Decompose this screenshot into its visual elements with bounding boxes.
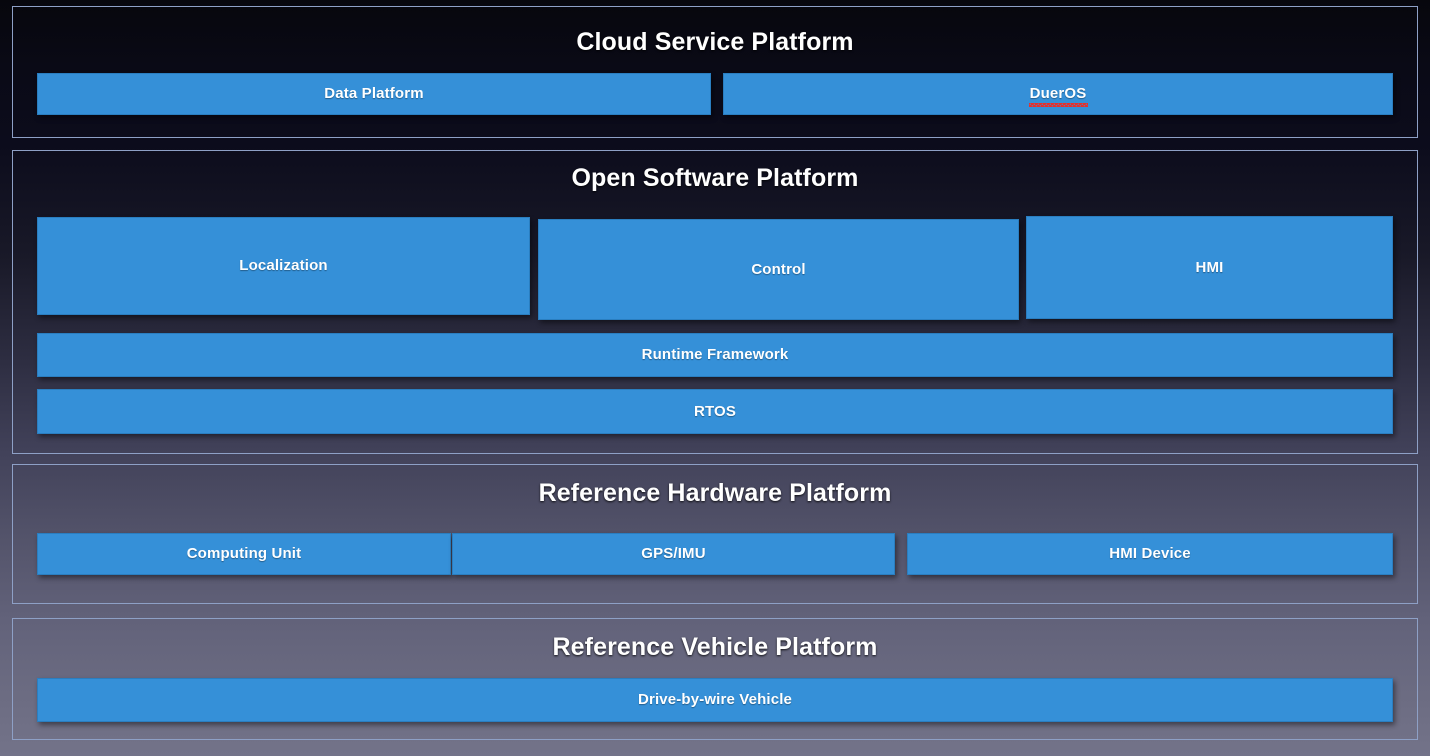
box-label-data-platform: Data Platform [324,85,424,103]
section-title-reference-hardware-platform: Reference Hardware Platform [538,479,892,507]
box-computing-unit[interactable]: Computing Unit [37,533,451,575]
box-label-drive-by-wire-vehicle: Drive-by-wire Vehicle [637,691,793,709]
section-cloud-service-platform: Cloud Service Platform Data Platform Due… [12,6,1418,138]
section-title-open-software-platform: Open Software Platform [571,164,859,192]
section-open-software-platform: Open Software Platform Localization Cont… [12,150,1418,454]
section-reference-hardware-platform: Reference Hardware Platform Computing Un… [12,464,1418,604]
box-label-control: Control [751,260,806,278]
section-reference-vehicle-platform: Reference Vehicle Platform Drive-by-wire… [12,618,1418,740]
box-hmi-device[interactable]: HMI Device [907,533,1393,575]
box-label-computing-unit: Computing Unit [186,545,302,563]
box-localization[interactable]: Localization [37,217,530,315]
section-title-reference-vehicle-platform: Reference Vehicle Platform [552,633,878,661]
box-label-hmi: HMI [1195,258,1224,276]
box-label-localization: Localization [239,257,328,275]
section-title-cloud-service-platform: Cloud Service Platform [576,28,854,56]
box-label-gps-imu: GPS/IMU [641,545,706,563]
box-label-hmi-device: HMI Device [1109,545,1191,563]
box-rtos[interactable]: RTOS [37,389,1393,434]
box-gps-imu[interactable]: GPS/IMU [452,533,895,575]
box-data-platform[interactable]: Data Platform [37,73,711,115]
box-control[interactable]: Control [538,219,1019,320]
box-drive-by-wire-vehicle[interactable]: Drive-by-wire Vehicle [37,678,1393,722]
box-label-rtos: RTOS [694,402,736,420]
box-label-runtime-framework: Runtime Framework [641,346,789,364]
box-label-dueros: DuerOS [1028,85,1089,107]
box-dueros[interactable]: DuerOS [723,73,1393,115]
box-hmi[interactable]: HMI [1026,216,1393,319]
box-runtime-framework[interactable]: Runtime Framework [37,333,1393,377]
